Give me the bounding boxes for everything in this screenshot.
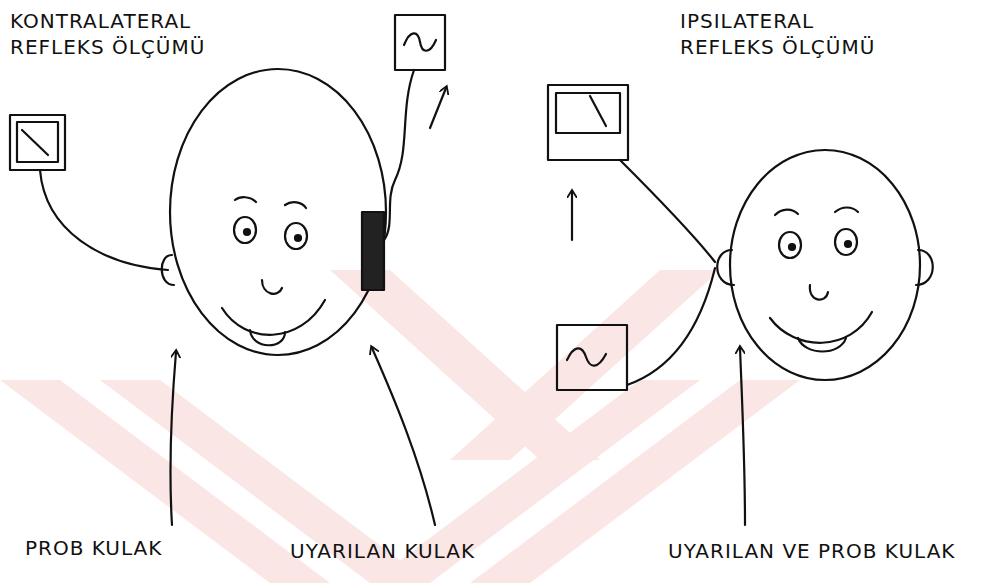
mouth — [770, 312, 872, 343]
part-label: UYARILAN VE PROB KULAK — [668, 538, 1004, 564]
pupil — [845, 241, 851, 247]
head — [170, 69, 386, 355]
part-label: PROB KULAK — [25, 535, 225, 561]
leader-arrow — [170, 352, 176, 525]
pupil — [295, 235, 301, 241]
nose — [810, 285, 828, 300]
meter-needle — [590, 96, 606, 126]
sine-symbol — [404, 33, 436, 50]
leader-arrow — [372, 348, 435, 525]
meter-face — [17, 122, 58, 162]
part-label: UYARILAN KULAK — [290, 538, 530, 564]
pupil — [244, 229, 250, 235]
eye — [234, 217, 256, 243]
mouth — [222, 300, 325, 335]
meter-box — [548, 85, 628, 160]
meter-needle — [22, 130, 48, 155]
stimulus-wire — [627, 268, 715, 385]
pupil — [789, 244, 795, 250]
meter-face — [556, 93, 620, 133]
eyebrow — [775, 210, 798, 215]
pointer-arrow — [571, 192, 573, 240]
ear — [162, 255, 174, 285]
tongue — [250, 330, 285, 345]
watermark-stripe — [450, 270, 720, 460]
ear — [717, 250, 734, 285]
meter-box — [10, 115, 65, 170]
teeth-lip — [798, 338, 846, 352]
probe-wire — [620, 160, 715, 262]
eyebrow — [835, 208, 858, 213]
probe-wire — [40, 170, 168, 270]
section-heading: KONTRALATERAL REFLEKS ÖLÇÜMÜ — [10, 8, 240, 60]
eye — [779, 232, 801, 258]
watermark — [0, 270, 800, 583]
stimulus-wire — [384, 70, 414, 240]
nose — [262, 280, 282, 294]
sine-symbol — [567, 348, 606, 365]
pointer-arrow — [430, 88, 446, 128]
leader-arrow — [740, 348, 745, 525]
oscillator-box — [395, 15, 445, 70]
eye — [835, 229, 857, 255]
head — [730, 150, 920, 380]
eyebrow — [285, 202, 306, 208]
section-heading: IPSILATERAL REFLEKS ÖLÇÜMÜ — [680, 8, 890, 60]
ear — [916, 250, 933, 285]
oscillator-box — [557, 325, 627, 390]
eye — [285, 223, 307, 249]
earphone — [362, 212, 384, 290]
eyebrow — [235, 197, 256, 202]
